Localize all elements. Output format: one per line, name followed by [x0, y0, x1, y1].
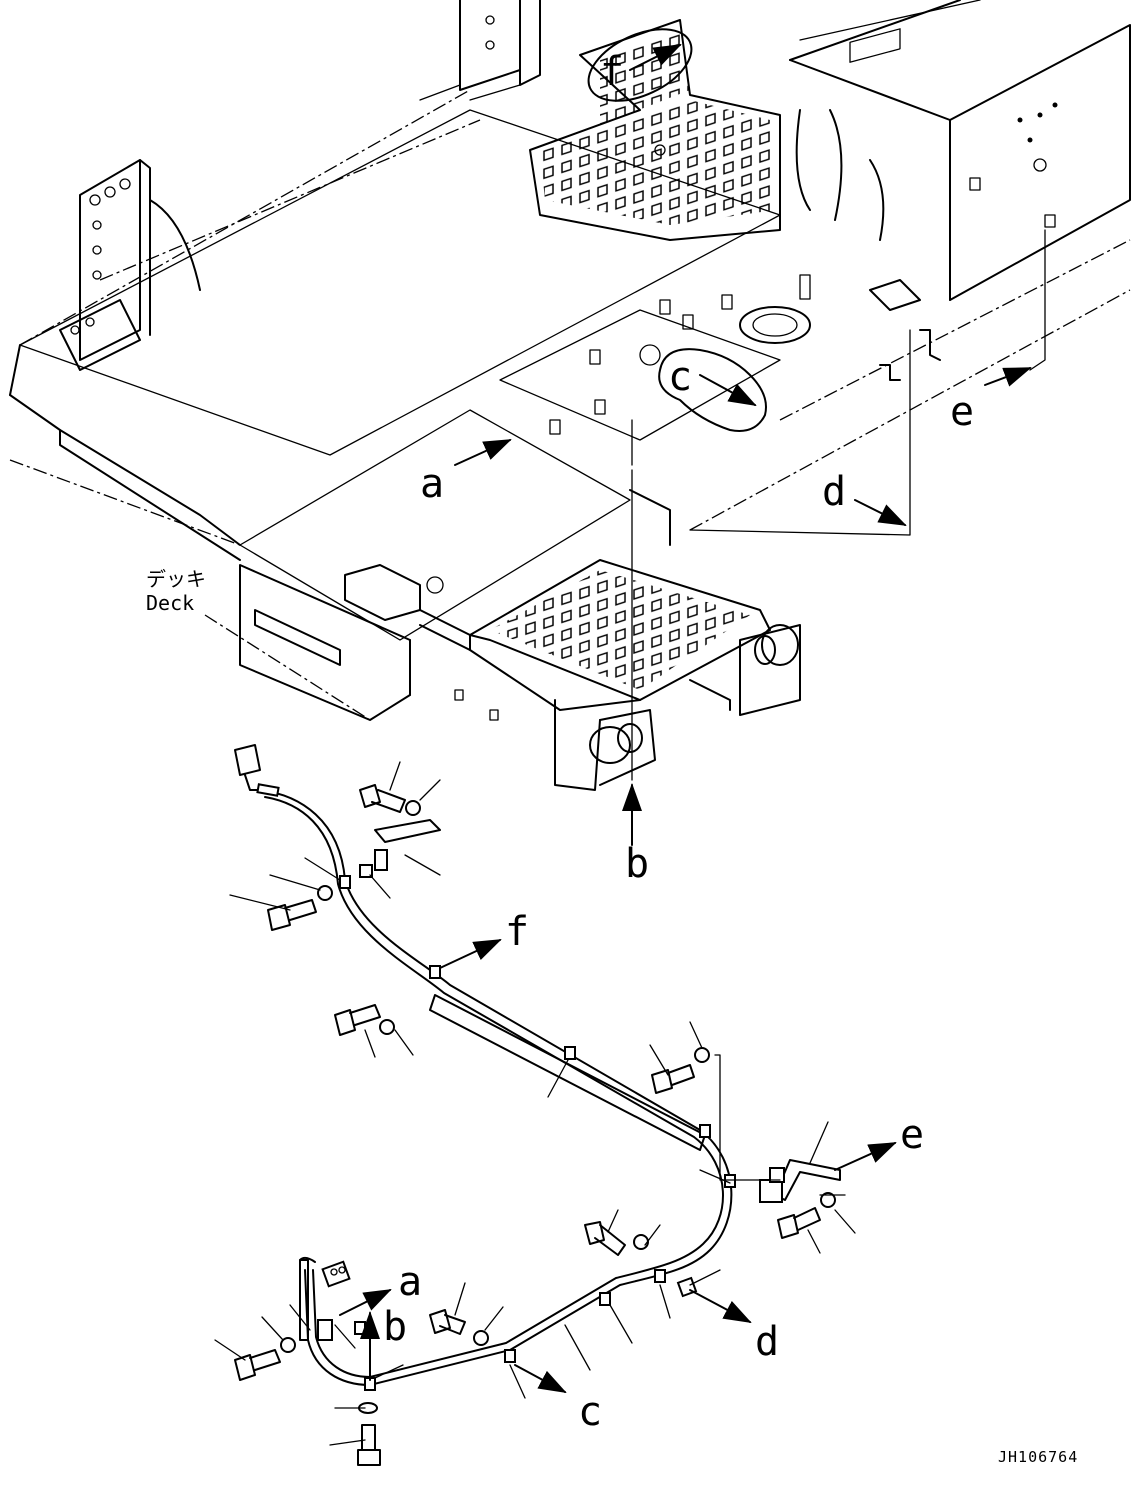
label-d-lower: d — [755, 1319, 779, 1365]
leader-lines — [214, 761, 856, 1446]
label-b-upper: b — [625, 841, 649, 887]
label-b-lower: b — [383, 1304, 407, 1350]
washer-5 — [820, 1192, 836, 1208]
washer-4 — [694, 1047, 710, 1063]
label-e-lower: e — [900, 1112, 924, 1158]
center-panel — [344, 489, 671, 651]
bracket-e — [774, 1159, 841, 1201]
bolt-3 — [334, 1004, 381, 1036]
cabinet — [789, 0, 1131, 301]
label-f-lower: f — [505, 909, 529, 955]
washer-3 — [379, 1019, 395, 1035]
label-a-lower: a — [398, 1259, 422, 1305]
washer-6 — [633, 1234, 649, 1250]
tube-assembly — [234, 744, 841, 1391]
center-hatch — [499, 274, 941, 441]
label-d-upper: d — [822, 469, 846, 515]
bolt-8 — [234, 1349, 281, 1381]
rear-post — [419, 0, 541, 101]
washer-1 — [405, 800, 421, 816]
tube-support-bar — [429, 994, 706, 1151]
washer-7 — [473, 1330, 489, 1346]
deck-label-jp: デッキ — [146, 567, 206, 591]
bolt-4 — [651, 1064, 695, 1094]
label-e-upper: e — [950, 389, 974, 435]
bolt-2 — [267, 899, 317, 931]
fasteners — [234, 784, 836, 1466]
machine-frame — [9, 0, 1131, 791]
bolt-9 — [357, 1424, 381, 1466]
deck-label-en: Deck — [146, 591, 194, 615]
top-fitting — [234, 744, 261, 776]
bolt-7 — [429, 1309, 466, 1335]
drawing-code: JH106764 — [998, 1448, 1078, 1466]
front-step — [469, 559, 801, 791]
callout-f-bubble — [587, 28, 693, 102]
callouts-upper: f c a d e b デッキ Deck — [146, 28, 1032, 887]
label-c-upper: c — [668, 354, 692, 400]
callout-c-bubble — [658, 348, 767, 432]
bolt-6 — [584, 1221, 626, 1256]
callouts-lower: f e d c a b — [339, 909, 924, 1435]
label-c-lower: c — [578, 1389, 602, 1435]
bolt-5 — [777, 1207, 821, 1239]
washer-2 — [317, 885, 333, 901]
bolt-1 — [359, 784, 406, 813]
label-a-upper: a — [420, 461, 444, 507]
left-post — [59, 159, 201, 371]
washer-8 — [280, 1337, 296, 1353]
deck-plate — [239, 564, 499, 721]
floor-plate-center — [239, 409, 631, 641]
label-f-upper: f — [600, 49, 624, 95]
upper-step — [529, 19, 781, 241]
